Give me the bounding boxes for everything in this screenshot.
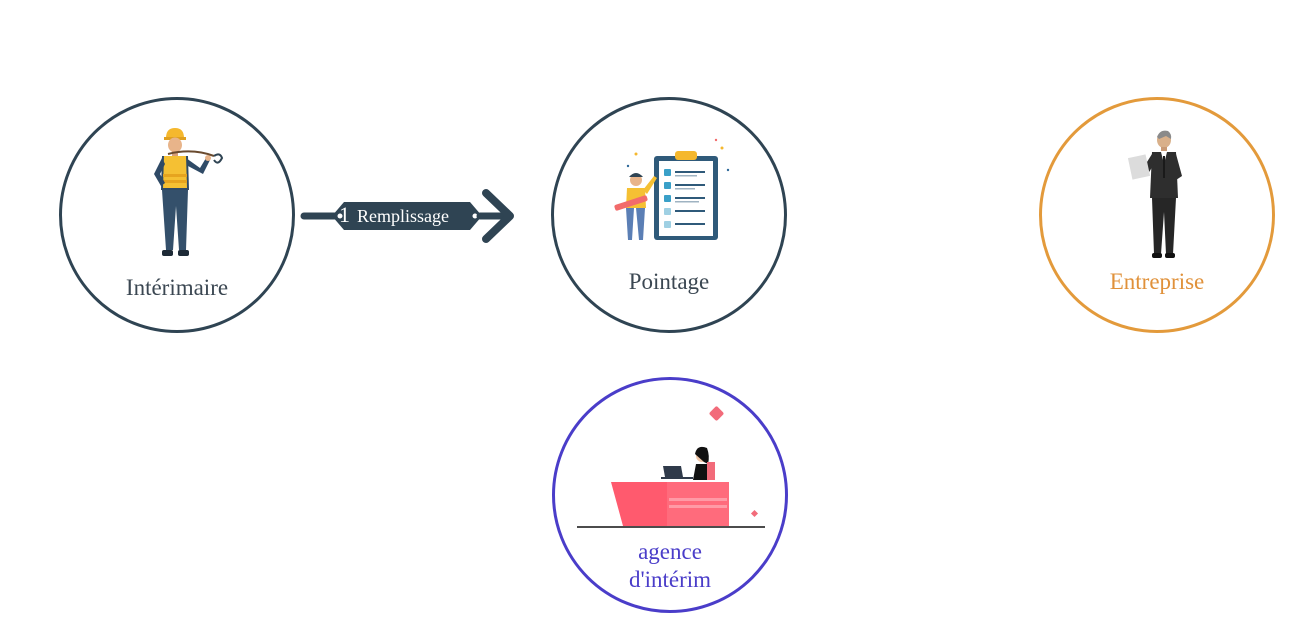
arrow-step-number: 1 [339,202,350,227]
node-label-entreprise: Entreprise [1109,269,1205,294]
arrow-label-tag [332,202,482,230]
businessman-icon [1128,130,1182,258]
node-pointage: Pointage [551,97,787,333]
reception-desk-icon [577,406,765,528]
node-entreprise: Entreprise [1039,97,1275,333]
node-label-agence-line1: agence [638,539,702,564]
clipboard-checklist-icon [614,138,730,240]
arrow-label: 1 Remplissage [334,201,474,229]
node-label-agence-line2: d'intérim [628,567,712,592]
arrow-step-label: Remplissage [357,206,449,226]
node-label-pointage: Pointage [628,269,710,294]
arrow-remplissage [300,189,514,243]
construction-worker-icon [154,128,224,256]
node-label-interimaire: Intérimaire [125,275,229,300]
node-interimaire: Intérimaire [59,97,295,333]
node-agence-interim: agence d'intérim [552,377,788,613]
arrow-head [482,189,514,243]
